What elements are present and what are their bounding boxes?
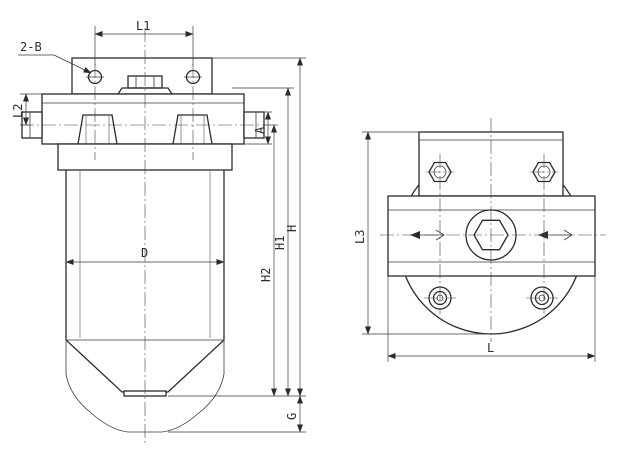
front-view-dimensions: L1 2-B L2 A D H2 H1 H G bbox=[11, 19, 306, 433]
dim-label-D: D bbox=[141, 246, 148, 260]
dim-label-A: A bbox=[253, 126, 267, 134]
boss-left bbox=[77, 114, 118, 145]
bolt-washer bbox=[117, 87, 173, 95]
manifold-body bbox=[41, 93, 245, 145]
dim-label-2B: 2-B bbox=[20, 40, 42, 54]
dim-label-G: G bbox=[285, 413, 299, 420]
dim-label-H2: H2 bbox=[259, 268, 273, 282]
dim-label-L2: L2 bbox=[11, 104, 25, 118]
dim-label-H1: H1 bbox=[273, 236, 287, 250]
boss-right bbox=[172, 114, 213, 145]
dim-label-L1: L1 bbox=[136, 19, 150, 33]
front-view bbox=[20, 28, 266, 446]
top-view-dimensions: L3 L bbox=[353, 131, 596, 362]
dim-label-L3: L3 bbox=[353, 230, 367, 244]
dim-label-H: H bbox=[285, 225, 299, 232]
dim-label-L: L bbox=[487, 341, 494, 355]
top-view bbox=[380, 118, 606, 342]
